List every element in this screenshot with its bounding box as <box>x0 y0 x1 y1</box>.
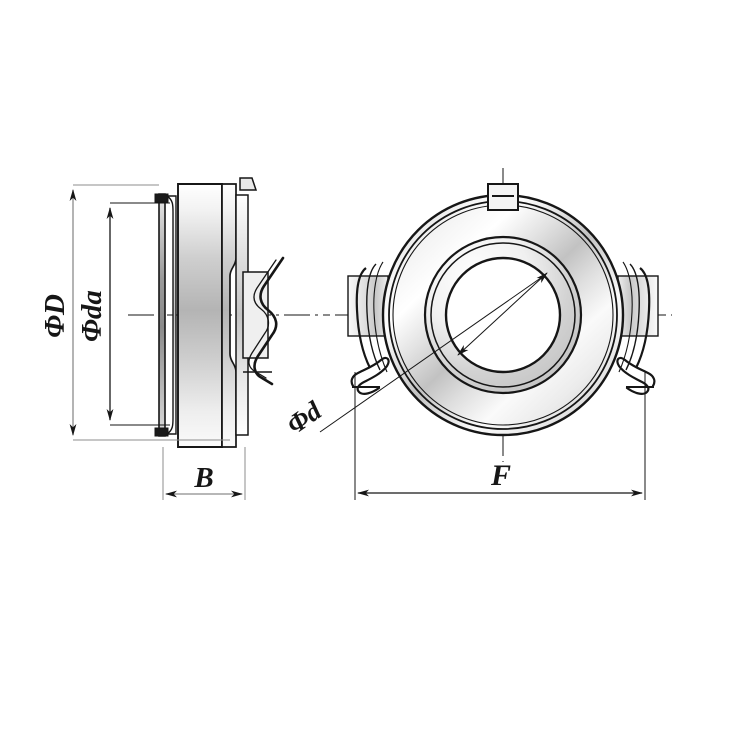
outer-race-body <box>177 183 223 448</box>
dimension-B: B <box>162 447 246 500</box>
bore-hole <box>444 256 562 374</box>
dimension-phi-da: Φda <box>76 202 170 426</box>
inner-seat-ring-edge <box>430 242 576 388</box>
left-ear-wire-a <box>355 267 371 369</box>
snap-ring-plate <box>158 193 166 437</box>
hub-sleeve <box>235 194 249 436</box>
phi-d-arrow-line <box>457 272 548 356</box>
phi-da-label: Φda <box>76 290 108 342</box>
spring-clip-wire-inner <box>248 259 277 379</box>
dimension-phi-D: ΦD <box>39 184 230 441</box>
snap-ring-top-cap <box>154 193 169 203</box>
right-ear-loop <box>616 356 656 395</box>
right-ear-wire-a <box>635 267 651 369</box>
section-side-view: ΦD Φda B <box>39 177 330 500</box>
right-ear-wire-c <box>618 261 633 373</box>
spring-clip <box>242 256 285 386</box>
phi-D-label: ΦD <box>39 294 71 338</box>
left-ear-loop <box>350 356 390 395</box>
left-ear-wire-b <box>366 263 381 371</box>
spring-clip-wire-outer <box>253 256 285 386</box>
locating-tab <box>487 183 519 211</box>
front-view: Φd F <box>281 168 672 500</box>
seal-strip <box>164 195 177 435</box>
left-retaining-ear <box>347 261 390 395</box>
B-label: B <box>193 462 213 494</box>
right-ear-wire-b <box>625 263 640 371</box>
left-ear-wire-c <box>373 261 388 373</box>
dimension-F: F <box>354 372 646 500</box>
F-label: F <box>490 459 511 492</box>
sleeve-top-flange <box>239 177 258 191</box>
right-retaining-ear <box>616 261 659 395</box>
snap-ring-bottom-cap <box>154 427 169 437</box>
